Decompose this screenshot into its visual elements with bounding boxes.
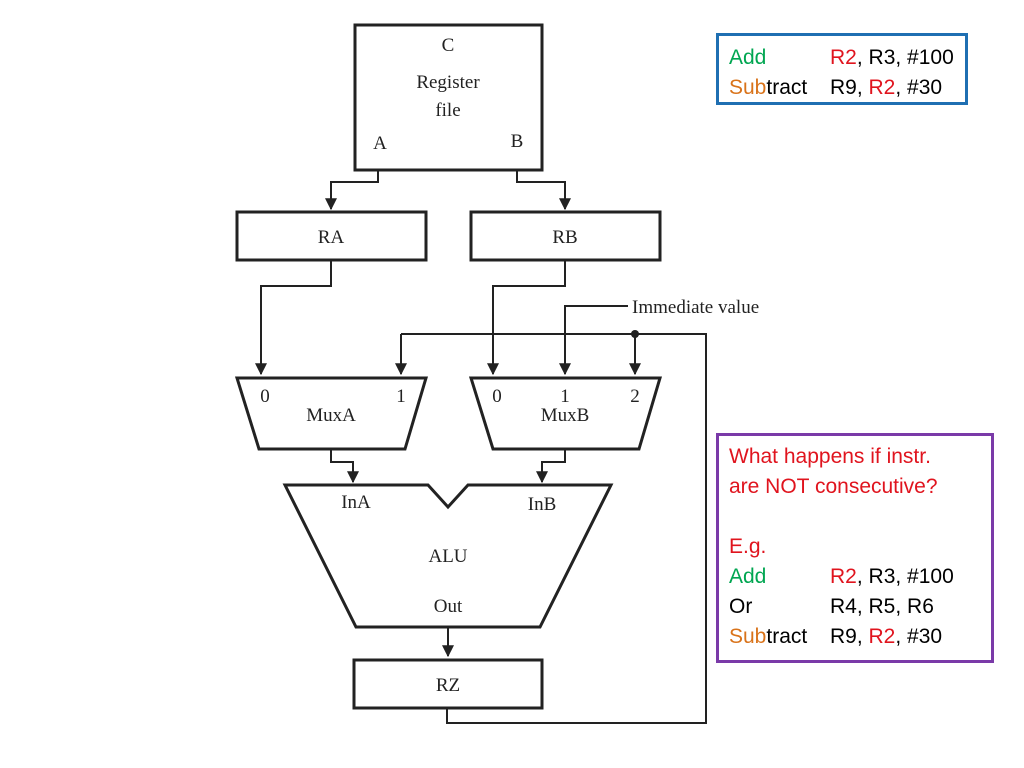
operand-dest-r2: R2: [830, 565, 857, 588]
wire-rb-to-muxb: [487, 260, 566, 376]
opcode-add-head: Add: [729, 46, 767, 69]
example-line-or: Or R4, R5, R6: [729, 592, 991, 622]
question-line2: are NOT consecutive?: [729, 475, 938, 498]
muxa-in0: 0: [260, 386, 270, 407]
opcode-subtract: Subtract: [729, 622, 830, 652]
operand-dest-r2: R2: [830, 46, 857, 69]
opcode-subtract-head: Sub: [729, 625, 767, 648]
opcode-add: Add: [729, 43, 830, 73]
register-file-port-a: A: [373, 133, 387, 154]
muxa-shape: [234, 376, 429, 451]
opcode-subtract-head: Sub: [729, 76, 767, 99]
opcode-subtract-tail: tract: [766, 76, 808, 99]
muxa-in1: 1: [396, 386, 406, 407]
alu-out: Out: [434, 596, 463, 617]
question-box: What happens if instr. are NOT consecuti…: [716, 433, 994, 663]
wire-muxb-to-inb: [536, 449, 566, 484]
operand-dest-r9: R9,: [830, 625, 869, 648]
operands-rest: , R3, #100: [856, 46, 954, 69]
wire-b-to-rb: [516, 170, 571, 211]
operand-src-r2: R2: [868, 625, 896, 648]
operand-dest-r9: R9,: [830, 76, 869, 99]
example-label: E.g.: [729, 535, 767, 558]
opcode-or: Or: [729, 595, 753, 618]
ra-label: RA: [318, 227, 345, 248]
spacer: [729, 502, 991, 532]
alu-ina: InA: [341, 492, 371, 513]
muxb-label: MuxB: [541, 405, 590, 426]
muxb-in1: 1: [560, 386, 570, 407]
rb-label: RB: [552, 227, 577, 248]
opcode-add: Add: [729, 562, 830, 592]
opcode-subtract-tail: tract: [766, 625, 808, 648]
muxa-label: MuxA: [306, 405, 356, 426]
alu-label: ALU: [428, 546, 467, 567]
junction-dot: [631, 330, 639, 338]
operand-src-r2: R2: [868, 76, 896, 99]
muxb-in0: 0: [492, 386, 502, 407]
operands-rest: , #30: [895, 76, 943, 99]
register-file-title-line1: Register: [416, 72, 480, 93]
register-file-port-c: C: [442, 35, 455, 56]
example-line-add: Add R2, R3, #100: [729, 562, 991, 592]
wire-a-to-ra: [325, 170, 379, 211]
register-file-title-line2: file: [435, 100, 460, 121]
question-line1: What happens if instr.: [729, 445, 931, 468]
instruction-line-add: Add R2, R3, #100: [729, 43, 965, 73]
operands-rest: , R3, #100: [856, 565, 954, 588]
alu-shape: [282, 483, 614, 629]
opcode-subtract: Subtract: [729, 73, 830, 103]
alu-inb: InB: [528, 494, 557, 515]
wire-ra-to-muxa: [255, 260, 332, 376]
rz-register: [352, 658, 544, 710]
register-file-port-b: B: [511, 131, 524, 152]
muxb-shape: [468, 376, 663, 451]
wire-muxa-to-ina: [330, 449, 359, 484]
register-file-box: [353, 23, 544, 172]
opcode-add-head: Add: [729, 565, 767, 588]
immediate-value-label: Immediate value: [632, 297, 759, 318]
operands-or: R4, R5, R6: [830, 595, 934, 618]
muxb-in2: 2: [630, 386, 640, 407]
wire-rz-feedback: [446, 333, 707, 724]
operands-rest: , #30: [895, 625, 943, 648]
rz-label: RZ: [436, 675, 460, 696]
wire-immediate: [559, 305, 628, 376]
